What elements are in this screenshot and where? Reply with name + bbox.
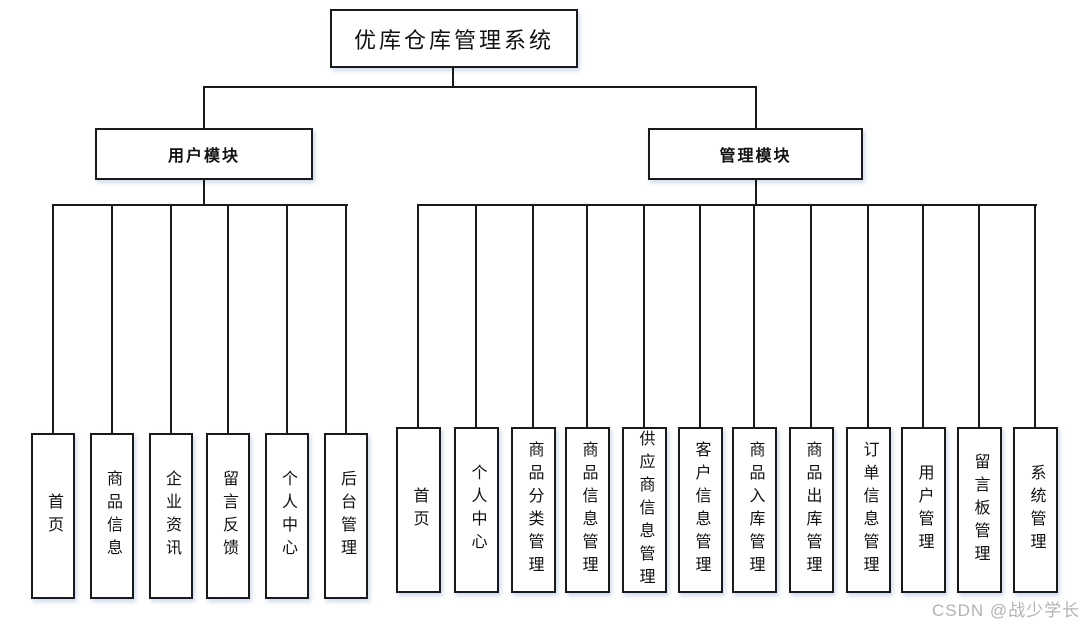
user-leaf-home: 首页	[31, 433, 75, 599]
connector-line	[170, 204, 172, 433]
user-leaf-company-news: 企业资讯	[149, 433, 193, 599]
connector-line	[699, 204, 701, 427]
node-label: 留言反馈	[220, 470, 237, 562]
admin-leaf-goods-info-manage: 商品信息管理	[565, 427, 610, 593]
root-node: 优库仓库管理系统	[330, 9, 578, 68]
connector-line	[978, 204, 980, 427]
connector-line	[810, 204, 812, 427]
node-label: 系统管理	[1027, 464, 1045, 556]
connector-line	[532, 204, 534, 427]
user-leaf-feedback: 留言反馈	[206, 433, 250, 599]
node-label: 订单信息管理	[860, 441, 878, 579]
admin-leaf-home: 首页	[396, 427, 441, 593]
node-label: 商品出库管理	[803, 441, 821, 579]
connector-line	[111, 204, 113, 433]
connector-line	[203, 86, 205, 129]
user-leaf-backend-manage: 后台管理	[324, 433, 368, 599]
connector-line	[452, 67, 454, 88]
node-label: 商品入库管理	[746, 441, 764, 579]
node-label: 首页	[410, 487, 428, 533]
node-label: 商品信息	[104, 470, 121, 562]
connector-line	[52, 204, 348, 206]
connector-line	[643, 204, 645, 427]
connector-line	[755, 86, 757, 129]
node-label: 客户信息管理	[692, 441, 710, 579]
user-leaf-personal-center: 个人中心	[265, 433, 309, 599]
connector-line	[867, 204, 869, 427]
root-node-label: 优库仓库管理系统	[353, 27, 554, 53]
node-label: 供应商信息管理	[636, 429, 654, 591]
connector-line	[227, 204, 229, 433]
node-label: 商品信息管理	[579, 441, 597, 579]
admin-leaf-supplier-info-manage: 供应商信息管理	[622, 427, 667, 593]
connector-line	[1034, 204, 1036, 427]
node-label: 后台管理	[338, 470, 355, 562]
connector-line	[475, 204, 477, 427]
connector-line	[922, 204, 924, 427]
module-node-label: 用户模块	[167, 148, 240, 165]
admin-leaf-personal-center: 个人中心	[454, 427, 499, 593]
module-node-label: 管理模块	[719, 148, 792, 165]
connector-line	[753, 204, 755, 427]
node-label: 个人中心	[279, 470, 296, 562]
node-label: 商品分类管理	[525, 441, 543, 579]
connector-line	[755, 179, 757, 206]
admin-leaf-message-board-manage: 留言板管理	[957, 427, 1002, 593]
admin-leaf-goods-inbound-manage: 商品入库管理	[732, 427, 777, 593]
admin-leaf-order-info-manage: 订单信息管理	[846, 427, 891, 593]
connector-line	[203, 179, 205, 206]
node-label: 留言板管理	[971, 452, 989, 568]
admin-leaf-goods-category-manage: 商品分类管理	[511, 427, 556, 593]
admin-leaf-system-manage: 系统管理	[1013, 427, 1058, 593]
node-label: 个人中心	[468, 464, 486, 556]
connector-line	[286, 204, 288, 433]
csdn-watermark: CSDN @战少学长	[932, 601, 1081, 620]
module-node-user: 用户模块	[95, 128, 313, 180]
connector-line	[586, 204, 588, 427]
user-leaf-goods-info: 商品信息	[90, 433, 134, 599]
admin-leaf-customer-info-manage: 客户信息管理	[678, 427, 723, 593]
node-label: 首页	[45, 493, 62, 539]
connector-line	[417, 204, 1037, 206]
admin-leaf-user-manage: 用户管理	[901, 427, 946, 593]
admin-leaf-goods-outbound-manage: 商品出库管理	[789, 427, 834, 593]
connector-line	[345, 204, 347, 433]
node-label: 用户管理	[915, 464, 933, 556]
node-label: 企业资讯	[163, 470, 180, 562]
connector-line	[417, 204, 419, 427]
module-node-admin: 管理模块	[648, 128, 863, 180]
connector-line	[203, 86, 757, 88]
connector-line	[52, 204, 54, 433]
